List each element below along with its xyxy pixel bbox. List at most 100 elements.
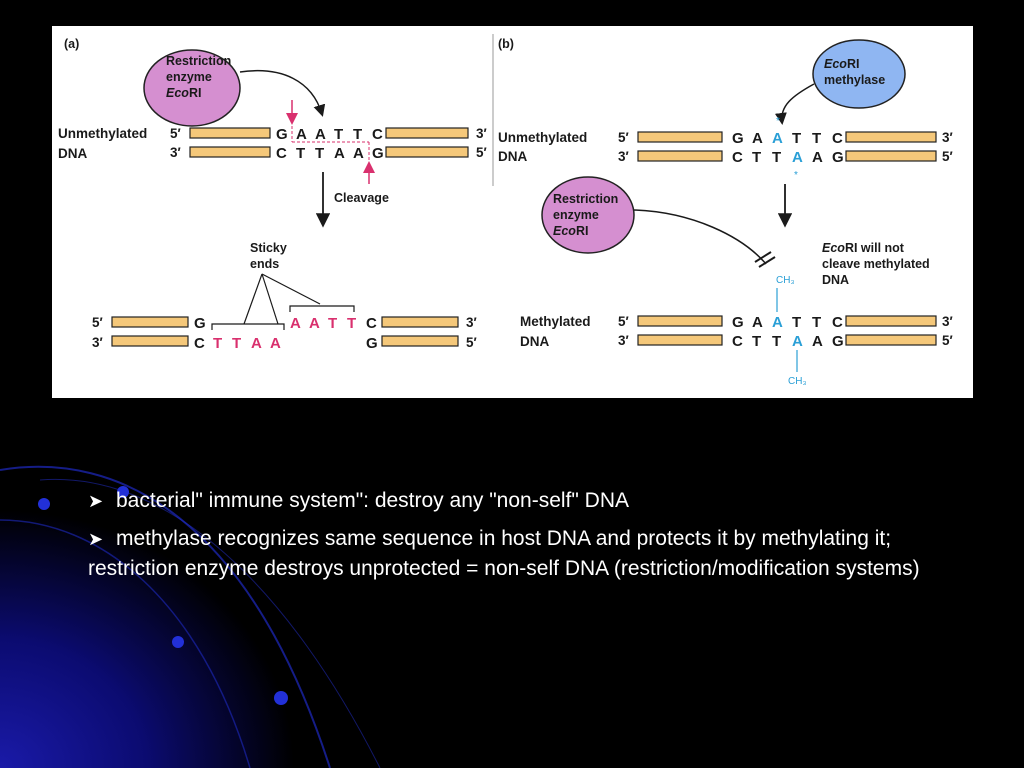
restriction-enzyme-ellipse-a: [143, 49, 241, 127]
base-a-bot-3: A: [334, 145, 346, 162]
five-prime-a3: 5′: [92, 315, 103, 330]
frag-right-bracket: [289, 305, 355, 312]
sticky-pointer-mid: [261, 273, 279, 325]
frag-right-top-t2: T: [347, 315, 357, 332]
restriction-enzyme-ellipse-b: [541, 176, 635, 254]
methyl-star-top: *: [776, 116, 780, 127]
three-prime-a3: 3′: [92, 335, 103, 350]
strand-a-bottom-right: [385, 146, 469, 158]
strand-m-top-left: [637, 315, 723, 327]
dna-label-b: DNA: [498, 149, 527, 164]
unmethylated-label-a: Unmethylated: [58, 126, 147, 141]
frag-right-bottom-strand: [381, 335, 459, 347]
enzyme-a-arrow: [239, 70, 326, 117]
arrow-bullet-icon: ➤: [88, 529, 104, 549]
arrow-bullet-icon: ➤: [88, 491, 104, 511]
methylase-ellipse: [812, 39, 906, 109]
base-b-bot-0: C: [732, 149, 744, 166]
bullet-item: ➤ bacterial" immune system": destroy any …: [88, 486, 948, 516]
frag-right-top-a1: A: [290, 315, 302, 332]
methylated-label: Methylated: [520, 314, 591, 329]
bullet-item: ➤methylase recognizes same sequence in h…: [88, 524, 948, 584]
strand-m-bottom-left: [637, 334, 723, 346]
methyl-star-bottom: *: [794, 170, 798, 181]
base-a-top-4: T: [353, 126, 363, 143]
five-prime-b4: 5′: [942, 333, 953, 348]
base-b-top-3: T: [792, 130, 802, 147]
base-m-top-3: T: [792, 314, 802, 331]
three-prime-b4: 3′: [942, 314, 953, 329]
strand-a-bottom-left: [189, 146, 271, 158]
five-prime-a4: 5′: [466, 335, 477, 350]
base-b-top-4: T: [812, 130, 822, 147]
base-a-top-2: A: [315, 126, 327, 143]
ch3-top: CH₃: [776, 275, 795, 286]
base-a-bot-2: T: [315, 145, 325, 162]
base-a-top-3: T: [334, 126, 344, 143]
five-prime-b1: 5′: [618, 130, 629, 145]
panel-b: (b) EcoRI methylase Unmethylated DNA 5′ …: [498, 37, 953, 387]
base-m-bot-2: T: [772, 333, 782, 350]
frag-left-bot-a2: A: [270, 335, 282, 352]
frag-left-bot-t2: T: [232, 335, 242, 352]
frag-right-top-a2: A: [309, 315, 321, 332]
base-b-top-0: G: [732, 130, 745, 147]
sticky-pointer-right: [261, 273, 321, 305]
strand-b-top-left: [637, 131, 723, 143]
five-prime-a1: 5′: [170, 126, 181, 141]
blocked-arrow: [633, 209, 767, 265]
three-prime-b3: 3′: [618, 333, 629, 348]
sticky-pointer-left: [243, 273, 263, 325]
note-line2: cleave methylated: [822, 257, 930, 271]
frag-left-bot-a1: A: [251, 335, 263, 352]
frag-left-top-base: G: [194, 315, 207, 332]
base-b-top-5: C: [832, 130, 844, 147]
enzyme-b-name: EcoRI: [553, 224, 588, 238]
three-prime-a2: 3′: [476, 126, 487, 141]
block-mark-2: [758, 256, 776, 268]
enzyme-b-line2: enzyme: [553, 208, 599, 222]
strand-b-bottom-right: [845, 150, 937, 162]
base-b-top-2: A: [772, 130, 784, 147]
methylated-dna-label: DNA: [520, 334, 549, 349]
base-a-bot-5: G: [372, 145, 385, 162]
enzyme-a-name: EcoRI: [166, 86, 201, 100]
strand-m-top-right: [845, 315, 937, 327]
block-mark-1: [754, 251, 772, 263]
strand-a-top-left: [189, 127, 271, 139]
five-prime-b3: 5′: [618, 314, 629, 329]
strand-b-top-right: [845, 131, 937, 143]
ch3-bottom: CH₃: [788, 376, 807, 387]
frag-left-bot-c: C: [194, 335, 206, 352]
panel-b-tag: (b): [498, 37, 514, 51]
enzyme-a-line1: Restriction: [166, 54, 231, 68]
bullet-text-2: methylase recognizes same sequence in ho…: [88, 527, 920, 580]
five-prime-a2: 5′: [476, 145, 487, 160]
dna-label-a: DNA: [58, 146, 87, 161]
bullet-text-1: bacterial" immune system": destroy any "…: [116, 489, 630, 512]
unmethylated-label-b: Unmethylated: [498, 130, 587, 145]
panel-a-tag: (a): [64, 37, 79, 51]
base-m-top-5: C: [832, 314, 844, 331]
frag-left-top-strand: [111, 316, 189, 328]
base-m-top-0: G: [732, 314, 745, 331]
base-m-bot-0: C: [732, 333, 744, 350]
base-m-top-1: A: [752, 314, 764, 331]
frag-left-bot-t1: T: [213, 335, 223, 352]
base-m-bot-1: T: [752, 333, 762, 350]
base-m-top-2: A: [772, 314, 784, 331]
three-prime-b2: 3′: [942, 130, 953, 145]
dna-methylation-figure: (a) Restriction enzyme EcoRI Unmethylate…: [52, 26, 973, 398]
base-m-bot-4: A: [812, 333, 824, 350]
base-a-bot-4: A: [353, 145, 365, 162]
base-a-bot-1: T: [296, 145, 306, 162]
base-a-top-1: A: [296, 126, 308, 143]
base-a-bot-0: C: [276, 145, 288, 162]
five-prime-b2: 5′: [942, 149, 953, 164]
note-line3: DNA: [822, 273, 849, 287]
bullet-list: ➤ bacterial" immune system": destroy any …: [88, 486, 948, 592]
base-m-bot-3: A: [792, 333, 804, 350]
enzyme-b-line1: Restriction: [553, 192, 618, 206]
frag-right-top-t1: T: [328, 315, 338, 332]
frag-right-bot-g: G: [366, 335, 379, 352]
